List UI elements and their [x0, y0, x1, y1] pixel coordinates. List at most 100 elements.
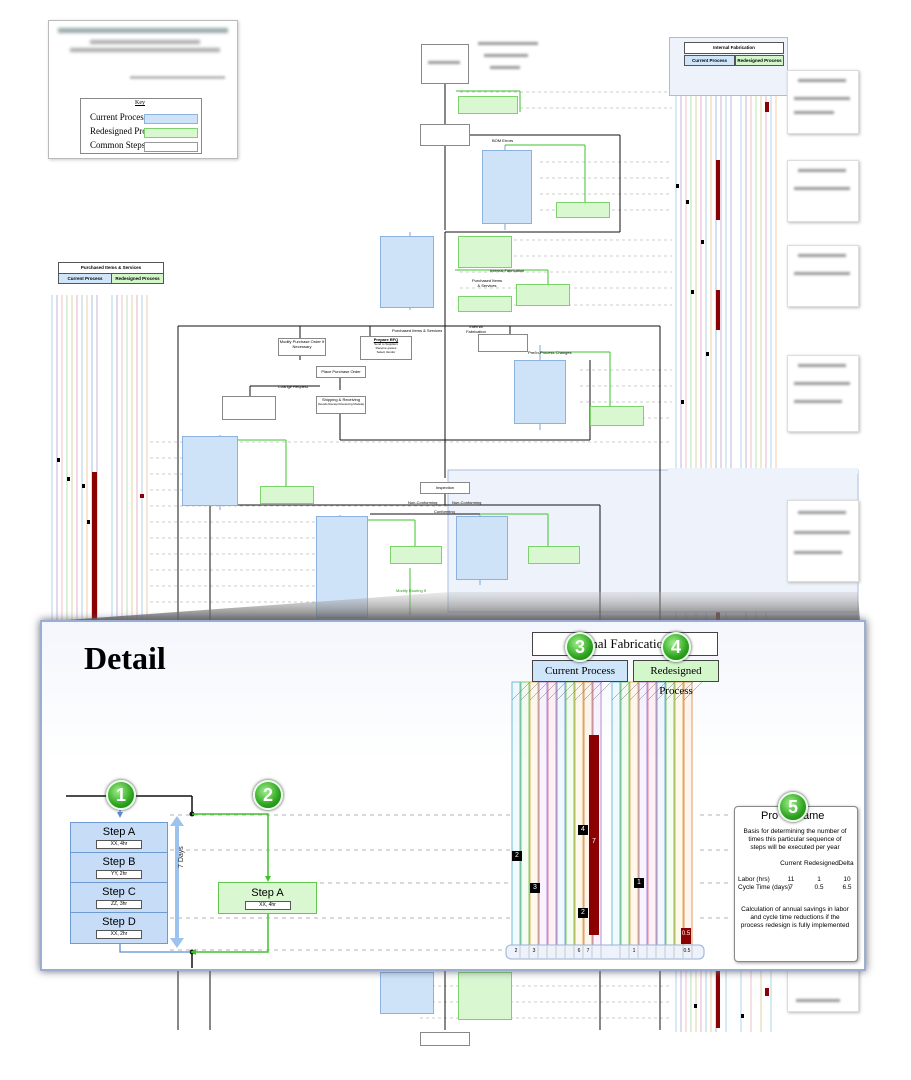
side-card-5 [787, 500, 859, 582]
column-total: 3 [532, 948, 536, 954]
rfq-item-2: Receive quotes [375, 346, 397, 350]
label-change-request: Change Request [278, 384, 309, 389]
prepare-rfq-title: Prepare RFQ [373, 337, 399, 342]
profile-basis: Basis for determining the number of time… [743, 828, 847, 851]
blue-step-stack-2 [380, 236, 434, 308]
key-swatch-current [144, 114, 198, 124]
profile-row1-redesigned: 1 [817, 876, 821, 883]
profile-row1-delta: 10 [843, 876, 851, 883]
green-box-6 [590, 406, 644, 426]
callout-badge-1: 1 [106, 780, 136, 810]
label-internal-fabrication-2: Internal Fabrication [466, 324, 486, 334]
green-box-8 [390, 546, 442, 564]
grey-box-top [420, 124, 470, 146]
label-modify-routing: Modify Routing If [396, 588, 427, 593]
right-panel-title: Internal Fabrication [684, 42, 784, 54]
label-non-conforming: Non-Conforming [408, 500, 438, 505]
developer-credit-blurred [130, 76, 225, 79]
profile-col-delta: Delta [838, 860, 854, 867]
side-card-3 [787, 245, 859, 307]
step-name: Step B [102, 856, 136, 868]
step-a-redesigned[interactable]: Step A XX, 4hr [218, 882, 317, 914]
column-total: 6 [577, 948, 581, 954]
column-total: 1 [632, 948, 636, 954]
step-name: Step A [102, 826, 136, 838]
key-swatch-redesigned [144, 128, 198, 138]
key-label-current: Current Process [90, 112, 148, 122]
step-value: YY, 2hr [96, 870, 142, 879]
profile-row2-delta: 6.5 [842, 884, 852, 891]
document-note-blurred [478, 40, 538, 80]
prepare-rfq-box: Prepare RFQ Send to Suppliers Receive qu… [360, 336, 412, 360]
key-label-common: Common Steps [90, 140, 146, 150]
shipping-box: Shipping & Receiving (Goods Receipt Rece… [316, 396, 366, 414]
label-bom-errors: BOM Errors [492, 138, 514, 143]
document-icon [421, 44, 469, 84]
marker-label: 2 [515, 852, 519, 859]
side-card-2 [787, 160, 859, 222]
detail-redesigned-header: Redesigned Process [633, 660, 719, 697]
side-card-1 [787, 70, 859, 134]
grey-box-change [222, 396, 276, 420]
callout-badge-3: 3 [565, 632, 595, 662]
column-total: 2 [514, 948, 518, 954]
green-box-7 [260, 486, 314, 504]
shipping-title: Shipping & Receiving [321, 397, 361, 402]
column-total: 7 [586, 948, 590, 954]
blue-step-stack-6 [456, 516, 508, 580]
label-purchased-items-services: Purchased Items & Services [392, 328, 443, 333]
marker-label: 4 [581, 826, 585, 833]
shipping-sub: (Goods Receipt Receiving Module) [317, 402, 365, 406]
step-value: XX, 4hr [244, 901, 291, 910]
green-box-top [458, 96, 518, 114]
green-box-bottom [458, 972, 512, 1020]
label-conforming: Conforming [434, 509, 455, 514]
profile-row2-redesigned: 0.5 [814, 884, 824, 891]
inspection-box: Inspection [420, 482, 470, 494]
label-purchased-items: Purchased Items & Services [472, 278, 503, 288]
grey-box-bottom [420, 1032, 470, 1046]
label-non-conforming-2: Non-Conforming [452, 500, 482, 505]
diagram-title-blurred [58, 28, 228, 33]
green-box-9 [528, 546, 580, 564]
grey-box-fab [478, 334, 528, 352]
profile-row2-current: 7 [789, 884, 793, 891]
step-value: ZZ, 3hr [96, 900, 142, 909]
left-panel-redesigned: Redesigned Process [111, 273, 164, 284]
green-box-4 [458, 296, 512, 312]
detail-title: Detail [84, 640, 166, 676]
blue-step-stack-bottom [380, 972, 434, 1014]
profile-note: Calculation of annual savings in labor a… [740, 906, 850, 929]
diagram-title-blurred [90, 40, 200, 44]
marker-label: 0.5 [681, 931, 691, 937]
profile-title-left: Pro [761, 810, 779, 822]
profile-row1-label: Labor (hrs) [738, 876, 770, 883]
step-name: Step A [251, 887, 284, 899]
profile-card [734, 806, 858, 962]
column-total: 0.5 [683, 948, 691, 954]
green-box-5 [516, 284, 570, 306]
green-box-3 [458, 236, 512, 268]
modify-po-box: Modify Purchase Order If Necessary [278, 338, 326, 356]
rfq-item-3: Select Vendor [376, 350, 396, 354]
marker-label: 1 [637, 879, 641, 886]
right-panel-redesigned: Redesigned Process [735, 55, 784, 66]
callout-badge-4: 4 [661, 632, 691, 662]
key-title: Key [135, 100, 145, 106]
callout-badge-2: 2 [253, 780, 283, 810]
step-name: Step D [102, 916, 136, 928]
marker-label: 3 [533, 884, 537, 891]
right-panel-current: Current Process [684, 55, 735, 66]
label-internal-fabrication: Internal Fabrication [490, 268, 525, 273]
label-process-changes: Pre/In-Process Changes [528, 350, 572, 355]
profile-col-current: Current [780, 860, 802, 867]
place-po-box: Place Purchase Order [316, 366, 366, 378]
marker-label: 2 [581, 909, 585, 916]
